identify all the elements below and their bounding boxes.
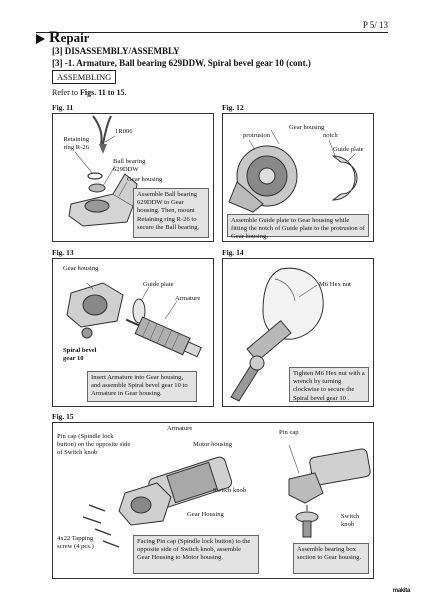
- fig12-note: Assemble Guide plate to Gear housing whi…: [227, 214, 369, 240]
- page-number: P 5/ 13: [362, 20, 388, 30]
- fig13-callout-gear-housing: Gear housing: [63, 265, 99, 272]
- fig15-callout-gear-housing: Gear Housing: [187, 511, 224, 518]
- fig15-note-left: Facing Pin cap (Spindle lock button) to …: [133, 535, 259, 574]
- makita-logo: makita: [392, 588, 411, 594]
- fig13-illustration: [66, 282, 202, 358]
- fig15-callout-pin-cap-left: Pin cap (Spindle lock button) on the opp…: [57, 433, 131, 456]
- page-title: Repair: [49, 29, 89, 47]
- fig13-callout-spiral-bevel: Spiral bevel gear 10: [63, 347, 97, 362]
- fig15-note-right: Assemble bearing box section to Gear hou…: [293, 543, 369, 574]
- fig11-callout-gear-housing: Gear housing: [127, 176, 163, 183]
- fig11-note: Assemble Ball bearing 629DDW to Gear hou…: [133, 188, 209, 238]
- fig15-label: Fig. 15: [52, 412, 74, 421]
- fig14-illustration: [230, 267, 324, 402]
- fig13-panel: Gear housing Guide plate Armature Spiral…: [52, 258, 214, 407]
- refer-suffix: .: [124, 88, 127, 97]
- fig11-label: Fig. 11: [52, 103, 74, 112]
- fig15-illustration: [82, 444, 371, 548]
- fig15-callout-switch-knob-right: Switch knob: [341, 513, 360, 528]
- fig15-callout-switch-knob: Switch knob: [213, 487, 247, 494]
- title-rest: epair: [60, 30, 90, 45]
- fig12-callout-notch: notch: [323, 132, 338, 139]
- fig11-callout-ball-bearing: Ball bearing 629DDW: [113, 158, 146, 173]
- fig12-label: Fig. 12: [222, 103, 244, 112]
- fig11-panel: Retaining ring R-26 1R006 Ball bearing 6…: [52, 113, 214, 242]
- fig13-callout-guide-plate: Guide plate: [143, 281, 174, 288]
- fig11-callout-retaining-ring: Retaining ring R-26: [63, 136, 89, 151]
- fig12-callout-gear-housing: Gear housing: [289, 124, 325, 131]
- fig12-illustration: [228, 129, 358, 213]
- fig12-callout-protrusion: protrusion: [243, 132, 271, 139]
- fig14-panel: M6 Hex nut Tighten M6 Hex nut with a wre…: [222, 258, 374, 407]
- fig14-callout-hex-nut: M6 Hex nut: [319, 281, 351, 288]
- assembling-tag: ASSEMBLING: [52, 70, 117, 84]
- fig15-panel: Pin cap (Spindle lock button) on the opp…: [52, 422, 374, 579]
- fig13-label: Fig. 13: [52, 248, 74, 257]
- refer-prefix: Refer to: [52, 88, 80, 97]
- subsection-heading: [3] -1. Armature, Ball bearing 629DDW, S…: [52, 58, 311, 68]
- title-initial: R: [49, 29, 61, 46]
- fig14-label: Fig. 14: [222, 248, 244, 257]
- fig11-illustration: [68, 115, 138, 227]
- fig15-callout-pin-cap-right: Pin cap: [279, 429, 299, 436]
- refer-figs: Figs. 11 to 15: [80, 88, 125, 97]
- fig14-note: Tighten M6 Hex nut with a wrench by turn…: [289, 367, 369, 402]
- fig12-callout-guide-plate: Guide plate: [333, 146, 364, 153]
- fig12-panel: Gear housing protrusion notch Guide plat…: [222, 113, 374, 242]
- fig15-callout-motor-housing: Motor housing: [193, 441, 233, 448]
- header-rule: [36, 32, 388, 33]
- arrow-right-icon: [36, 34, 45, 44]
- refer-line: Refer to Figs. 11 to 15.: [52, 88, 126, 97]
- section-heading: [3] DISASSEMBLY/ASSEMBLY: [52, 46, 180, 56]
- fig13-callout-armature: Armature: [175, 295, 201, 302]
- fig15-callout-armature: Armature: [167, 425, 193, 432]
- fig13-note: Insert Armature into Gear housing, and a…: [87, 371, 197, 402]
- fig15-callout-tapping-screw: 4x22 Tapping screw (4 pcs.): [57, 535, 94, 550]
- fig11-callout-tool: 1R006: [115, 128, 133, 135]
